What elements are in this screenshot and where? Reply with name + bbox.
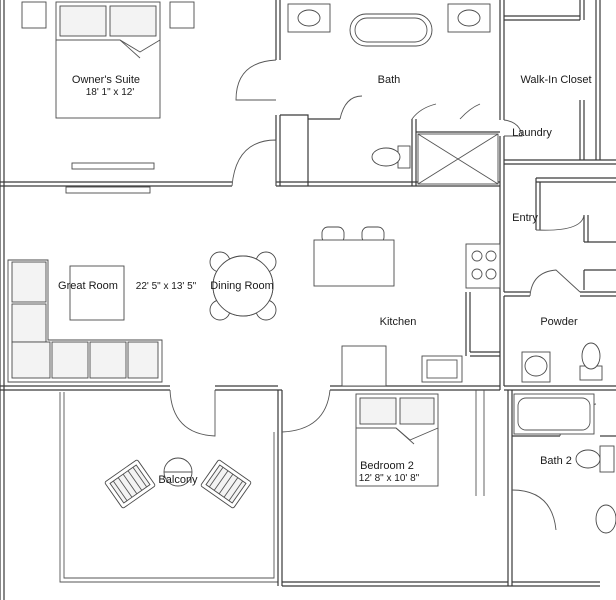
balcony-label: Balcony — [158, 474, 198, 486]
entry-label: Entry — [512, 212, 538, 224]
bath-2-label: Bath 2 — [540, 455, 572, 467]
bedroom-2-furniture — [355, 390, 485, 496]
bath-label: Bath — [378, 74, 401, 86]
powder-label: Powder — [540, 316, 578, 328]
great-room-furniture — [7, 251, 277, 383]
walk-in-closet-label: Walk-In Closet — [520, 74, 591, 86]
owners-suite-dims: 18' 1" x 12' — [86, 87, 135, 98]
kitchen-fixtures — [313, 226, 501, 387]
door-swings — [169, 59, 597, 531]
owners-suite-label: Owner's Suite — [72, 74, 140, 86]
laundry-label: Laundry — [512, 127, 552, 139]
great-room-label: Great Room — [58, 280, 118, 292]
bath-fixtures — [287, 3, 499, 185]
dining-room-label: Dining Room — [210, 280, 274, 292]
bedroom-2-dims: 12' 8" x 10' 8" — [359, 473, 420, 484]
powder-fixtures — [521, 342, 603, 383]
bedroom-2-label: Bedroom 2 — [360, 460, 414, 472]
kitchen-label: Kitchen — [380, 316, 417, 328]
balcony-furniture — [104, 457, 252, 509]
room-labels: Owner's Suite 18' 1" x 12' Bath Walk-In … — [58, 74, 592, 486]
great-room-dims: 22' 5" x 13' 5" — [136, 281, 197, 292]
bath-2-fixtures — [513, 393, 616, 534]
owners-suite-furniture — [21, 1, 195, 194]
